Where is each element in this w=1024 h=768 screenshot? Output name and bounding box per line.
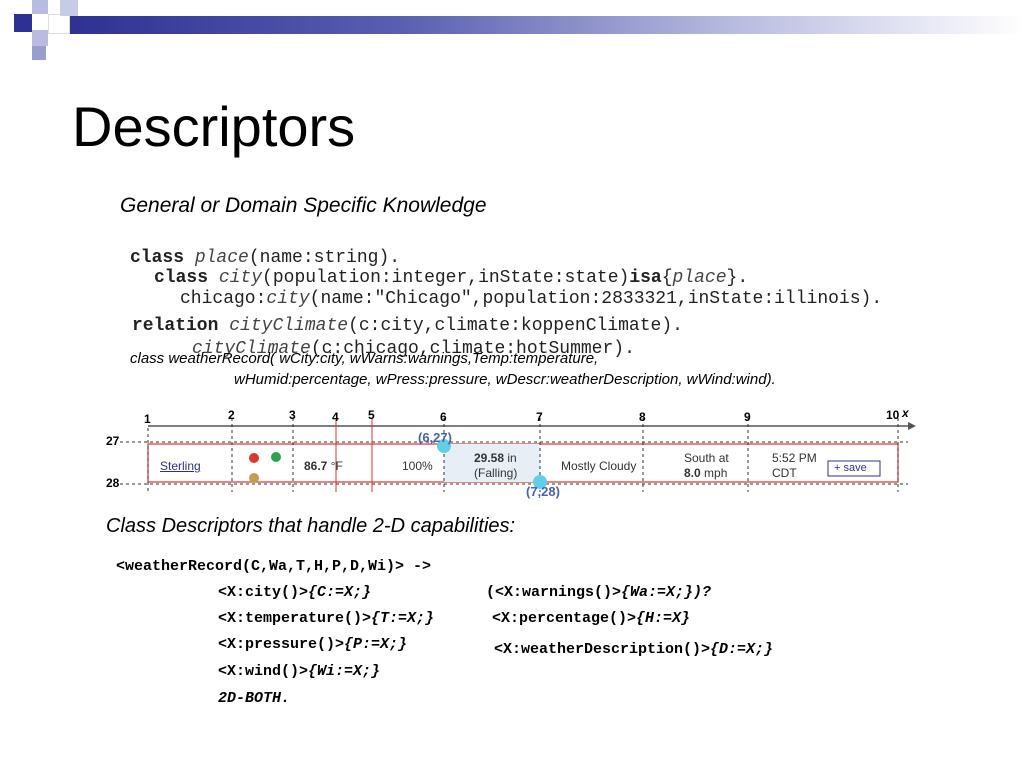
green-dot-icon [271, 452, 281, 462]
section-heading-knowledge: General or Domain Specific Knowledge [120, 194, 487, 217]
header-gradient-bar [68, 16, 1024, 34]
y-tick: 27 [106, 434, 120, 448]
class-name: place [672, 268, 727, 288]
keyword: relation [132, 316, 219, 336]
keyword: class [130, 248, 185, 268]
x-tick: 3 [289, 408, 296, 422]
code-text: chicago: [180, 289, 267, 309]
desc-line-4: <X:wind()>{Wi:=X;} [218, 663, 380, 680]
code-line-4: relation cityClimate(c:city,climate:kopp… [132, 296, 683, 336]
humidity-value: 100% [402, 459, 433, 473]
pressure-number: 29.58 [474, 451, 505, 465]
section-heading-descriptors: Class Descriptors that handle 2-D capabi… [106, 515, 516, 537]
wind-line-1: South at [684, 451, 729, 465]
desc-tag: <X:weatherDescription()> [494, 641, 711, 658]
desc-action: {P:=X;} [344, 636, 408, 653]
relation-name: cityClimate [192, 339, 311, 359]
weather-class-line-1: class weatherRecord( wCity:city, wWarns:… [130, 350, 599, 367]
wind-line-2: 8.0 mph [684, 466, 727, 480]
class-name: place [194, 248, 249, 268]
desc-tag: <X:temperature()> [218, 610, 372, 627]
desc-tag: <X:percentage()> [492, 610, 637, 627]
grid-lines [120, 418, 916, 492]
desc-action: {Wa:=X;})? [621, 584, 712, 601]
slide-title: Descriptors [72, 95, 356, 158]
desc-action: {Wi:=X;} [308, 663, 381, 680]
save-button-frame [827, 460, 881, 477]
x-tick: 7 [536, 410, 543, 424]
point-6-27 [437, 439, 451, 453]
desc-action: {T:=X;} [371, 610, 435, 627]
x-tick: 5 [368, 408, 375, 422]
weather-grid-figure: 1 2 3 4 5 6 7 8 9 10 x 27 28 (6,27) (7,2… [104, 404, 924, 500]
desc-line-2a: <X:temperature()>{T:=X;} [218, 610, 434, 627]
point-7-28 [533, 475, 547, 489]
point-label: (7,28) [526, 484, 560, 499]
time-line-2: CDT [772, 466, 797, 480]
desc-line-3b: <X:weatherDescription()>{D:=X;} [494, 641, 773, 658]
desc-action: {H:=X} [636, 610, 691, 627]
weather-description: Mostly Cloudy [561, 459, 637, 473]
desc-line-0: <weatherRecord(C,Wa,T,H,P,D,Wi)> -> [116, 558, 432, 575]
temp-unit: °F [330, 459, 343, 473]
desc-line-5: 2D-BOTH. [218, 690, 290, 707]
desc-tag: <X:pressure()> [218, 636, 345, 653]
desc-tag: <X:city()> [218, 584, 309, 601]
desc-action: {C:=X;} [308, 584, 372, 601]
desc-line-3a: <X:pressure()>{P:=X;} [218, 636, 407, 653]
highlight-cell [444, 444, 540, 482]
code-text: (c:chicago,climate:hotSummer). [310, 339, 635, 359]
code-line-3: chicago:city(name:"Chicago",population:2… [180, 269, 882, 309]
point-label: (6,27) [418, 430, 452, 445]
code-text: }. [726, 268, 749, 288]
city-link[interactable]: Sterling [160, 459, 201, 473]
time-line-1: 5:52 PM [772, 451, 817, 465]
x-tick: 2 [228, 408, 235, 422]
code-text: (name:"Chicago",population:2833321,inSta… [309, 289, 883, 309]
wind-number: 8.0 [684, 466, 701, 480]
tan-dot-icon [249, 473, 259, 483]
header-squares [0, 0, 80, 64]
x-axis-label: x [902, 406, 909, 420]
desc-line-2b: <X:percentage()>{H:=X} [492, 610, 690, 627]
save-button[interactable]: + save [834, 462, 867, 474]
code-text: (c:city,climate:koppenClimate). [348, 316, 683, 336]
code-line-5: cityClimate(c:chicago,climate:hotSummer)… [192, 319, 635, 359]
desc-line-1a: <X:city()>{C:=X;} [218, 584, 371, 601]
keyword: class [154, 268, 209, 288]
red-dot-icon [249, 453, 259, 463]
weather-class-line-2: wHumid:percentage, wPress:pressure, wDes… [234, 371, 776, 388]
desc-tag: (<X:warnings()> [486, 584, 622, 601]
x-tick: 1 [144, 412, 151, 426]
x-tick: 10 [886, 408, 900, 422]
x-axis-arrow [908, 422, 916, 430]
temp-value: 86.7 °F [304, 459, 343, 473]
pressure-unit: in [507, 451, 517, 465]
y-tick: 28 [106, 476, 120, 490]
code-text: { [661, 268, 673, 288]
code-text: (name:string). [248, 248, 401, 268]
code-line-1: class place(name:string). [130, 228, 400, 268]
class-name: city [266, 289, 310, 309]
desc-tag: <X:wind()> [218, 663, 309, 680]
x-tick: 4 [332, 410, 339, 424]
wind-unit: mph [704, 466, 728, 480]
temp-number: 86.7 [304, 459, 328, 473]
class-name: city [218, 268, 263, 288]
keyword: isa [629, 268, 662, 288]
code-text: (population:integer,inState:state) [262, 268, 630, 288]
desc-action: {D:=X;} [710, 641, 774, 658]
desc-line-1b: (<X:warnings()>{Wa:=X;})? [486, 584, 711, 601]
x-tick: 8 [639, 410, 646, 424]
x-tick: 9 [744, 410, 751, 424]
x-tick: 6 [440, 410, 447, 424]
code-line-2: class city(population:integer,inState:st… [154, 248, 748, 288]
pressure-state: (Falling) [474, 466, 518, 480]
pressure-value: 29.58 in [474, 451, 517, 465]
relation-name: cityClimate [229, 316, 349, 336]
desc-end: 2D-BOTH. [218, 690, 291, 707]
